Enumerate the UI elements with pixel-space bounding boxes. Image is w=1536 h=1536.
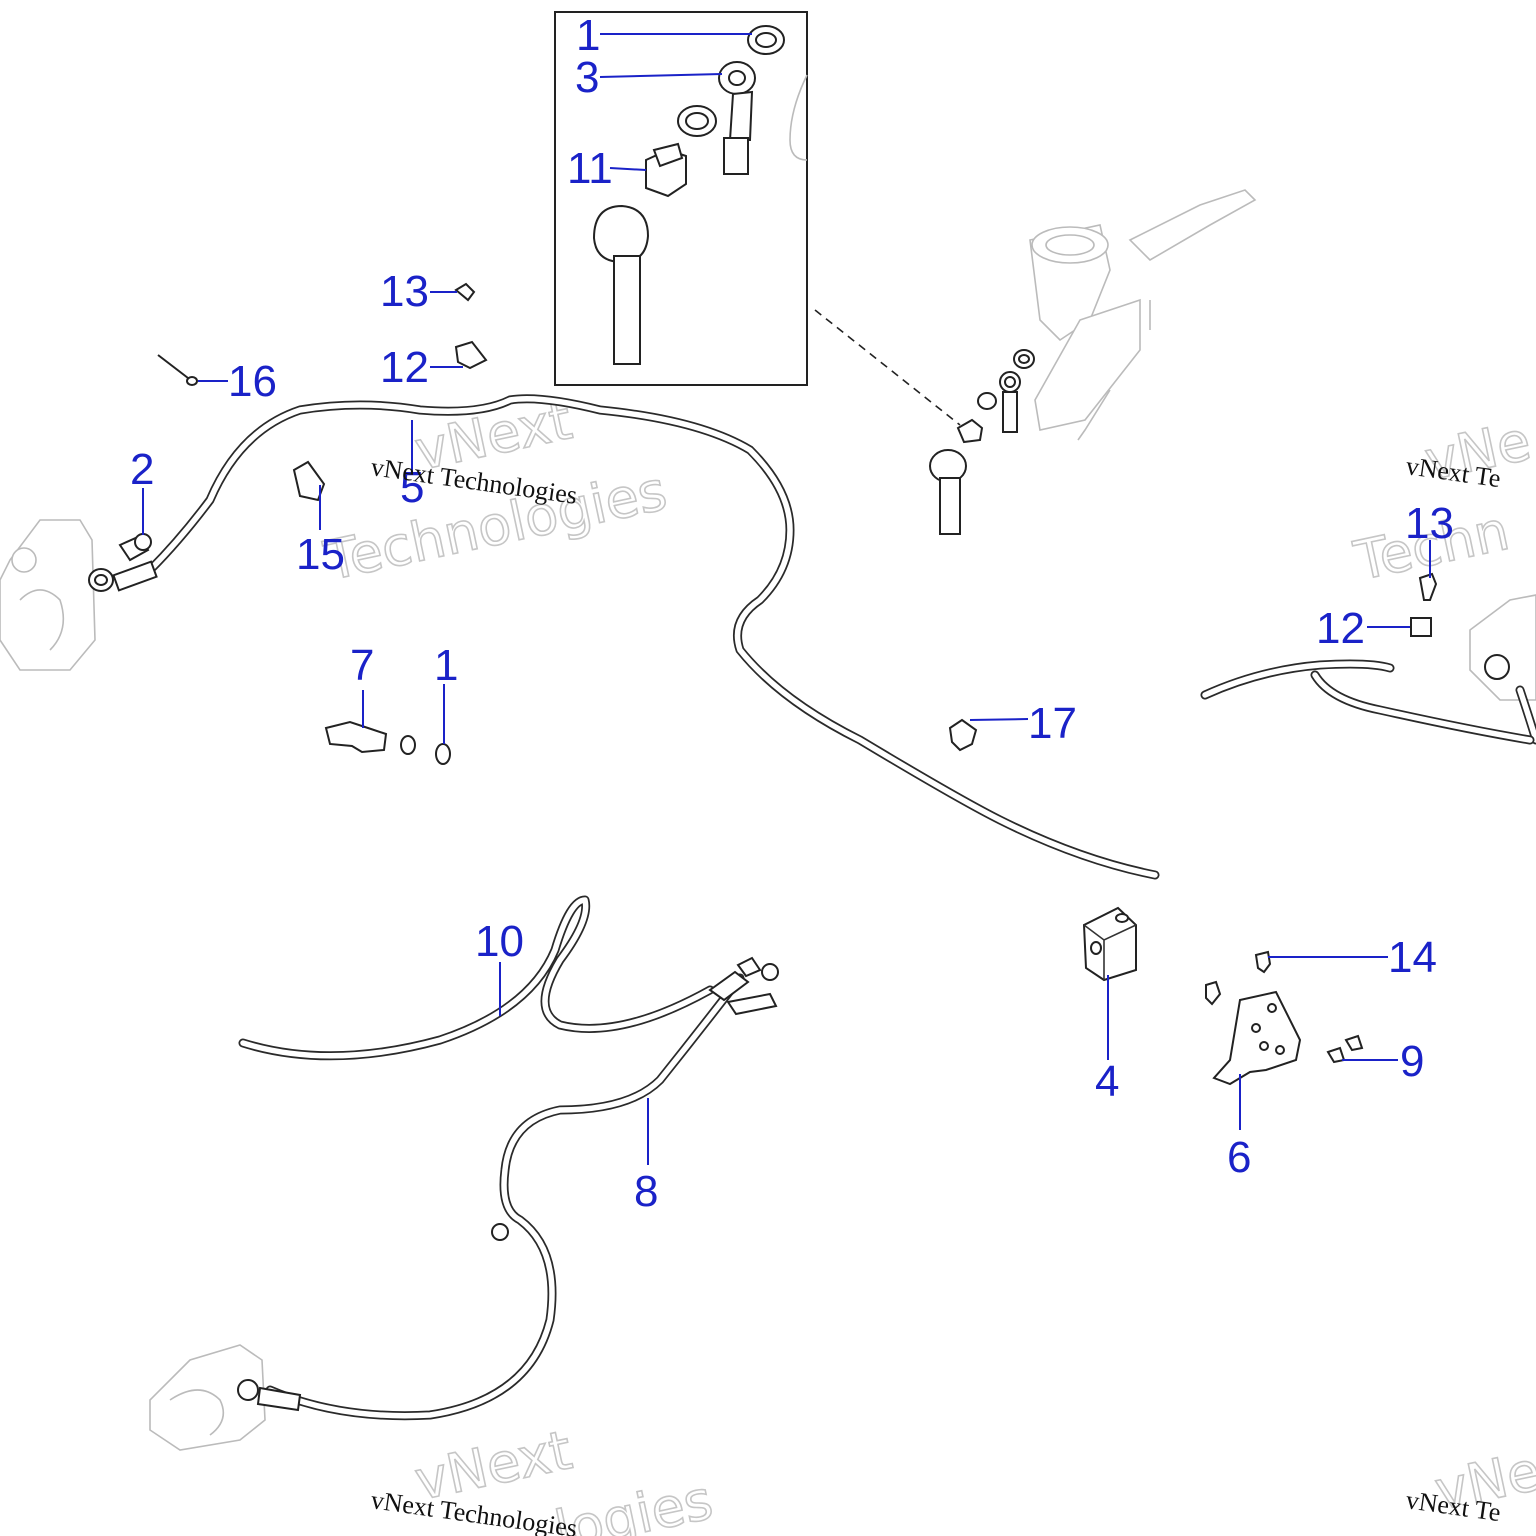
brake-lever-icon[interactable]: [1128, 189, 1257, 262]
bolt-icon[interactable]: [1326, 1046, 1346, 1064]
washer-icon[interactable]: [400, 735, 416, 755]
brake-line-5[interactable]: [145, 394, 1160, 880]
callout-2[interactable]: 2: [130, 445, 154, 494]
callout-12-right[interactable]: 12: [1316, 604, 1365, 653]
washer-icon[interactable]: [435, 743, 451, 765]
callout-17[interactable]: 17: [1028, 699, 1077, 748]
callout-13-right[interactable]: 13: [1405, 499, 1454, 548]
callout-1[interactable]: 1: [576, 11, 600, 60]
rivet-icon[interactable]: [157, 354, 189, 379]
callout-14[interactable]: 14: [1388, 933, 1437, 982]
front-right-caliper[interactable]: [1469, 594, 1536, 745]
line-clip-icon[interactable]: [948, 718, 978, 752]
small-bolt-icon[interactable]: [1418, 572, 1438, 601]
caliper-icon[interactable]: [0, 519, 96, 671]
callout-12[interactable]: 12: [380, 343, 429, 392]
hose-clip-icon[interactable]: [454, 340, 488, 370]
caliper-icon[interactable]: [149, 1344, 266, 1451]
callout-3[interactable]: 3: [575, 53, 599, 102]
junction-block[interactable]: [1082, 906, 1137, 982]
bolt-icon[interactable]: [1205, 980, 1222, 1006]
inset-leader-dashed: [814, 309, 961, 426]
inset-detail: [554, 11, 808, 386]
callout-6[interactable]: 6: [1227, 1133, 1251, 1182]
brake-line-10[interactable]: [238, 895, 715, 1061]
callout-1-middle[interactable]: 1: [434, 641, 458, 690]
callout-4[interactable]: 4: [1095, 1057, 1119, 1106]
leader-lines: [142, 33, 1431, 1165]
callout-labels: 1 3 11 13 12 16 2 5 15 7 1 17 13 12 10 8…: [130, 11, 1454, 1216]
callout-5[interactable]: 5: [400, 463, 424, 512]
front-left-caliper[interactable]: [0, 519, 158, 671]
fitting-end-icon[interactable]: [592, 204, 650, 264]
callout-7[interactable]: 7: [350, 641, 374, 690]
bolt-icon[interactable]: [1254, 950, 1272, 974]
spacer-icon[interactable]: [1410, 617, 1432, 637]
brake-line-8[interactable]: [265, 956, 779, 1421]
brake-line-right[interactable]: [1200, 659, 1535, 745]
callout-15[interactable]: 15: [296, 530, 345, 579]
caliper-icon[interactable]: [1469, 594, 1536, 701]
inset-frame: [554, 11, 808, 386]
fitting-icon[interactable]: [324, 720, 388, 754]
rear-caliper[interactable]: [149, 1344, 302, 1451]
callout-11[interactable]: 11: [567, 144, 613, 193]
bolt-icon[interactable]: [1344, 1034, 1364, 1052]
master-cylinder-assembly: [929, 189, 1257, 535]
callout-8[interactable]: 8: [634, 1167, 658, 1216]
callout-9[interactable]: 9: [1400, 1037, 1424, 1086]
mounting-bracket[interactable]: [1212, 990, 1302, 1086]
small-bolt-icon[interactable]: [454, 282, 476, 302]
callout-13[interactable]: 13: [380, 267, 429, 316]
watermark-layer: vNext Technologies vNe Techn vNext logie…: [318, 387, 1536, 1536]
callout-10[interactable]: 10: [475, 917, 524, 966]
callout-16[interactable]: 16: [228, 357, 277, 406]
